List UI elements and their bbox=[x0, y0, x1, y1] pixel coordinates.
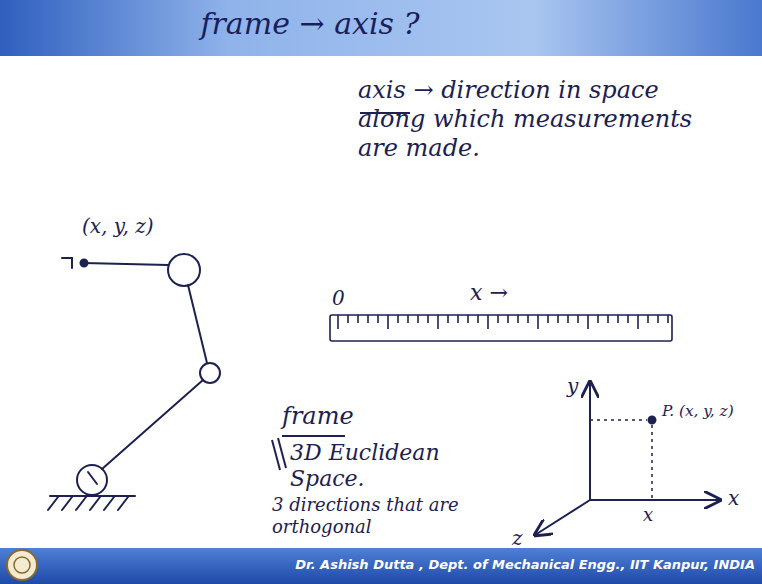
frame-heading: frame bbox=[282, 402, 392, 431]
label-slot: frame bbox=[282, 402, 392, 431]
ruler-tick bbox=[467, 315, 469, 323]
label-slot: x bbox=[728, 486, 748, 510]
logo bbox=[7, 550, 37, 580]
ruler-tick bbox=[397, 315, 399, 323]
footer-bar bbox=[0, 548, 762, 584]
ruler-tick bbox=[447, 315, 449, 323]
ruler-tick bbox=[407, 315, 409, 323]
ruler-tick bbox=[597, 315, 599, 323]
label-slot: (x, y, z) bbox=[82, 214, 222, 238]
side-mark bbox=[278, 438, 286, 468]
ruler-tick bbox=[417, 315, 419, 323]
robot-arm bbox=[48, 254, 220, 510]
ruler-tick bbox=[337, 315, 339, 329]
title-bar bbox=[0, 0, 762, 56]
ruler-tick bbox=[437, 315, 439, 329]
axis-label: x bbox=[728, 486, 748, 510]
label-slot: x → bbox=[470, 280, 550, 306]
ruler-tick bbox=[537, 315, 539, 329]
point-label: (x, y, z) bbox=[82, 214, 222, 238]
label-slot: P. (x, y, z) bbox=[662, 402, 762, 420]
ruler-tick bbox=[567, 315, 569, 323]
label-slot: x bbox=[643, 504, 663, 526]
definition-note: axis → direction in space along which me… bbox=[358, 76, 718, 162]
ruler-tick bbox=[617, 315, 619, 323]
ruler bbox=[330, 315, 672, 341]
ruler-tick bbox=[547, 315, 549, 323]
ruler-tick bbox=[427, 315, 429, 323]
ruler-tick bbox=[477, 315, 479, 323]
ruler-tick bbox=[577, 315, 579, 323]
ruler-tick bbox=[387, 315, 389, 329]
ruler-tick bbox=[587, 315, 589, 329]
label-slot: Dr. Ashish Dutta , Dept. of Mechanical E… bbox=[250, 557, 755, 573]
ruler-tick bbox=[347, 315, 349, 323]
axis-label: y bbox=[567, 374, 587, 398]
ruler-tick bbox=[607, 315, 609, 323]
label-slot: 3D Euclidean Space. bbox=[290, 440, 440, 493]
label-slot: z bbox=[512, 526, 532, 550]
ruler-axis: x → bbox=[470, 280, 550, 306]
axis-label: z bbox=[512, 526, 532, 550]
ruler-tick bbox=[637, 315, 639, 329]
ruler-tick bbox=[657, 315, 659, 323]
ruler-tick bbox=[557, 315, 559, 323]
ruler-tick bbox=[507, 315, 509, 323]
ruler-tick bbox=[377, 315, 379, 323]
projection-label: x bbox=[643, 504, 663, 526]
underline bbox=[282, 435, 345, 437]
ruler-tick bbox=[497, 315, 499, 323]
point-label: P. (x, y, z) bbox=[662, 402, 762, 420]
ruler-tick bbox=[667, 315, 669, 323]
label-slot: axis → direction in space along which me… bbox=[358, 76, 718, 162]
ruler-origin: 0 bbox=[332, 286, 362, 310]
label-slot: y bbox=[567, 374, 587, 398]
ruler-tick bbox=[647, 315, 649, 323]
ruler-tick bbox=[487, 315, 489, 329]
slide-title: frame → axis ? bbox=[0, 6, 620, 42]
ruler-tick bbox=[627, 315, 629, 323]
label-slot: 3 directions that are orthogonal bbox=[272, 494, 462, 537]
ruler-tick bbox=[527, 315, 529, 323]
space-note: 3D Euclidean Space. bbox=[290, 440, 440, 493]
ruler-tick bbox=[517, 315, 519, 323]
orthogonal-note: 3 directions that are orthogonal bbox=[272, 494, 462, 537]
footer-credit: Dr. Ashish Dutta , Dept. of Mechanical E… bbox=[250, 557, 755, 573]
ruler-tick bbox=[367, 315, 369, 323]
title-slot: frame → axis ? bbox=[0, 6, 620, 42]
label-slot: 0 bbox=[332, 286, 362, 310]
ruler-tick bbox=[457, 315, 459, 323]
logo-ring bbox=[14, 557, 30, 573]
ruler-tick bbox=[357, 315, 359, 323]
